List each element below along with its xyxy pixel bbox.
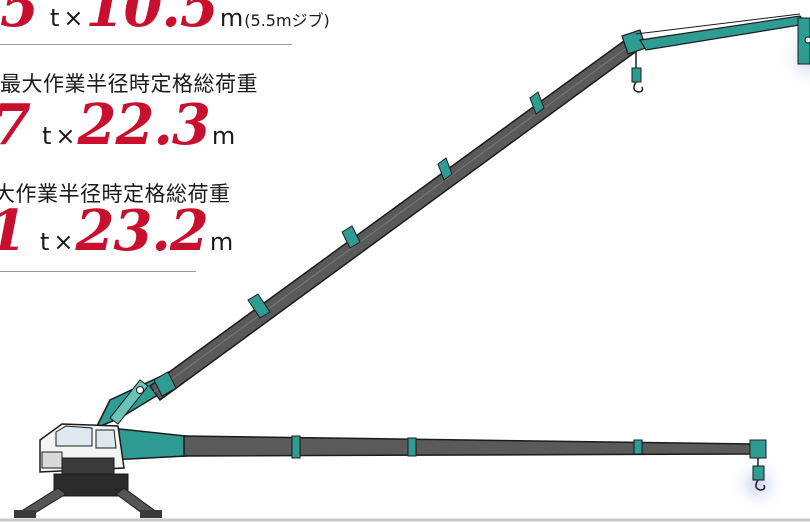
spec-1-value: 5 t × 10.5 m (5.5mジブ) [0, 0, 330, 40]
spec-3-value: 1 t × 23.2 m [0, 198, 233, 264]
divider-3 [0, 271, 196, 272]
boom-pin [136, 386, 144, 394]
horizontal-boom-body [183, 435, 753, 457]
outrigger-pad-left [14, 510, 36, 518]
raised-boom-body [148, 36, 640, 402]
jib-end-sheave [804, 36, 810, 44]
crawler-track [53, 473, 129, 497]
spec-3-t-unit: t [39, 228, 50, 256]
lower-hook-icon [755, 479, 766, 491]
spec-2-weight: 7 [0, 92, 31, 158]
horizontal-boom-tip [749, 439, 767, 459]
spec-2-t-unit: t [41, 122, 52, 150]
tip-hook-block [631, 67, 642, 83]
spec-3-m-unit: m [209, 228, 234, 256]
raised-boom-collars [153, 91, 545, 397]
horizontal-boom-collars [291, 435, 643, 459]
divider-1 [0, 44, 292, 45]
lower-hook-block [752, 465, 765, 481]
chassis-upper [61, 457, 115, 475]
outrigger-pad-right [140, 510, 162, 518]
spec-2-radius: 22.3 [77, 92, 211, 158]
jib-stay [635, 13, 801, 35]
load-glow-lower [728, 454, 788, 514]
raised-boom-highlight [153, 43, 633, 393]
cab-side-window [95, 429, 117, 449]
spec-1-t-unit: t [49, 4, 60, 32]
spec-3-radius: 23.2 [75, 198, 209, 264]
spec-1-note: (5.5mジブ) [244, 11, 330, 30]
spec-1-m-unit: m [219, 4, 244, 32]
tip-hook-icon [633, 81, 644, 93]
cab-panel [41, 451, 63, 469]
jib-end-block [797, 17, 810, 65]
spec-3-times: × [53, 228, 74, 256]
spec-2-times: × [55, 122, 76, 150]
spec-2-m-unit: m [211, 122, 236, 150]
spec-3-label: 大作業半径時定格総荷重 [0, 182, 231, 206]
spec-2-label: 最大作業半径時定格総荷重 [0, 72, 258, 96]
spec-1-times: × [63, 4, 84, 32]
spec-2-value: 7 t × 22.3 m [0, 92, 235, 158]
spec-1-radius: 10.5 [85, 0, 219, 40]
spec-3-weight: 1 [0, 198, 27, 264]
spec-1-weight: 5 [0, 0, 39, 40]
cab-window [55, 425, 93, 447]
